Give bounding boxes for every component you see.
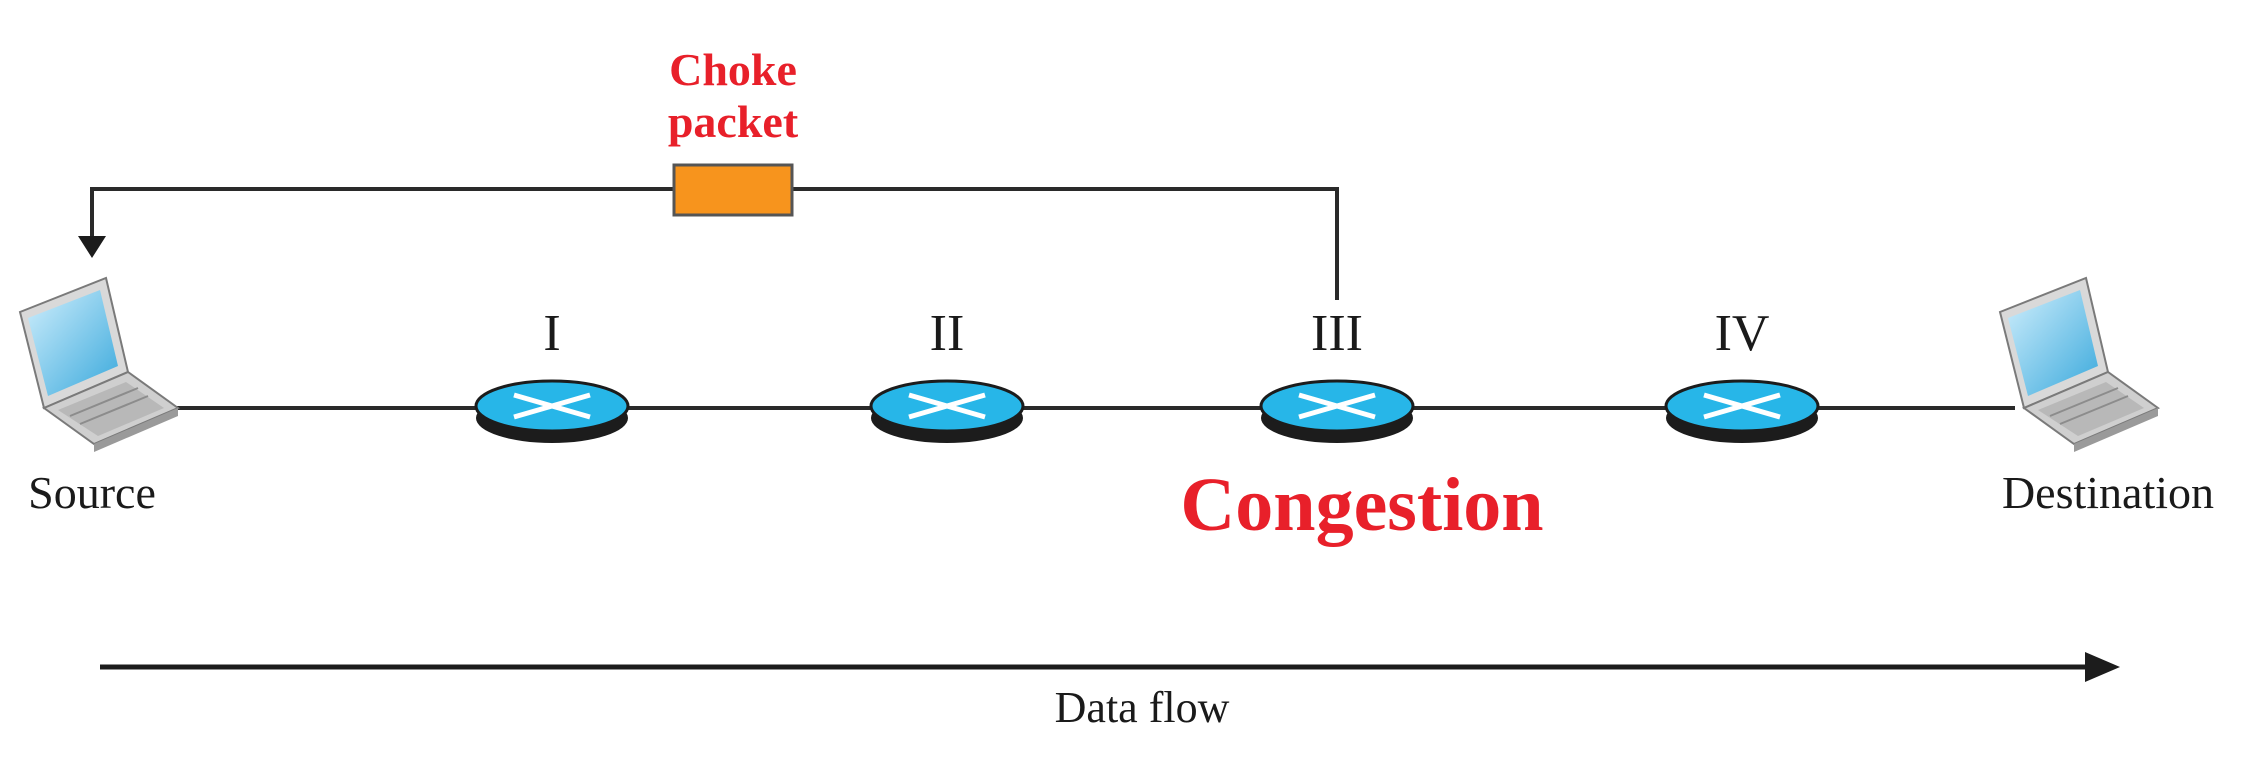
router-label-ii: II	[930, 305, 965, 362]
feedback-arrowhead	[78, 236, 106, 258]
router-label-iii: III	[1311, 305, 1363, 362]
router-icon	[871, 381, 1023, 443]
data-flow-label: Data flow	[1055, 683, 1230, 732]
choke-packet-box	[672, 163, 794, 217]
router-icon	[1261, 381, 1413, 443]
laptop-icon	[1999, 277, 2159, 453]
source-label: Source	[28, 467, 156, 518]
congestion-label: Congestion	[1180, 463, 1543, 547]
laptop-icon	[19, 277, 179, 453]
choke-packet-label-line1: Choke	[669, 44, 797, 95]
choke-packet-label-line2: packet	[668, 96, 799, 147]
router-label-i: I	[543, 305, 560, 362]
router-icon	[1666, 381, 1818, 443]
data-flow-arrowhead	[2085, 652, 2120, 682]
router-icon	[476, 381, 628, 443]
destination-label: Destination	[2002, 467, 2214, 518]
router-label-iv: IV	[1715, 305, 1770, 362]
